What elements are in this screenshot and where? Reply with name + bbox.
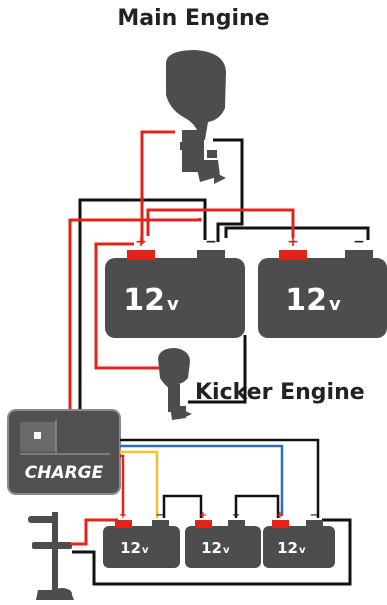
large-battery-voltage: 12 bbox=[285, 283, 327, 318]
charger-label: CHARGE bbox=[25, 463, 104, 483]
small-battery-voltage: 12 bbox=[201, 539, 222, 557]
wire-red-engine-pos bbox=[140, 130, 175, 244]
large-battery-unit: v bbox=[167, 294, 179, 315]
wire-black-link-12 bbox=[162, 494, 203, 518]
wire-black-link-23 bbox=[234, 494, 280, 518]
battery-terminal-positive: + bbox=[199, 510, 207, 521]
small-battery-unit: v bbox=[299, 545, 306, 556]
battery-terminal-negative: − bbox=[353, 234, 365, 250]
wire-red-small bbox=[120, 454, 125, 516]
battery-terminal-negative: − bbox=[310, 510, 318, 521]
wire-black-small-1 bbox=[120, 438, 320, 518]
battery-terminal-negative: − bbox=[232, 510, 240, 521]
wire-red-charger-main bbox=[68, 218, 202, 412]
trolling-motor-icon bbox=[28, 512, 74, 600]
wire-black-bat-link bbox=[224, 226, 370, 240]
main-engine-icon bbox=[166, 50, 226, 184]
wire-black-engine-neg bbox=[213, 138, 244, 242]
small-battery-1: + − 12 v bbox=[103, 510, 180, 568]
main-engine-label: Main Engine bbox=[117, 6, 270, 31]
battery-terminal-positive: + bbox=[119, 510, 127, 521]
large-battery-2: + − 12 v bbox=[258, 234, 387, 338]
kicker-engine-icon bbox=[158, 348, 192, 420]
wire-red-motor bbox=[70, 518, 118, 546]
battery-terminal-positive: + bbox=[276, 510, 284, 521]
wire-yellow-small bbox=[120, 450, 159, 518]
small-battery-unit: v bbox=[142, 545, 149, 556]
battery-terminal-positive: + bbox=[135, 234, 147, 250]
small-battery-voltage: 12 bbox=[277, 539, 298, 557]
charger-unit: CHARGE bbox=[7, 409, 121, 495]
small-battery-2: + − 12 v bbox=[185, 510, 261, 568]
large-battery-unit: v bbox=[329, 294, 341, 315]
small-battery-unit: v bbox=[223, 545, 230, 556]
wire-red-kicker bbox=[94, 242, 160, 370]
battery-terminal-negative: − bbox=[205, 234, 217, 250]
charger-led-icon bbox=[34, 432, 41, 439]
small-battery-voltage: 12 bbox=[120, 539, 141, 557]
large-battery-1: + − 12 v bbox=[105, 234, 245, 338]
wire-black-kicker bbox=[188, 335, 247, 404]
small-battery-3: + − 12 v bbox=[263, 510, 335, 568]
large-battery-voltage: 12 bbox=[123, 283, 165, 318]
wire-black-return bbox=[72, 518, 352, 586]
wire-blue-small bbox=[120, 444, 284, 516]
battery-terminal-positive: + bbox=[287, 234, 299, 250]
wire-red-bat-link bbox=[146, 208, 295, 238]
battery-terminal-negative: − bbox=[156, 510, 164, 521]
